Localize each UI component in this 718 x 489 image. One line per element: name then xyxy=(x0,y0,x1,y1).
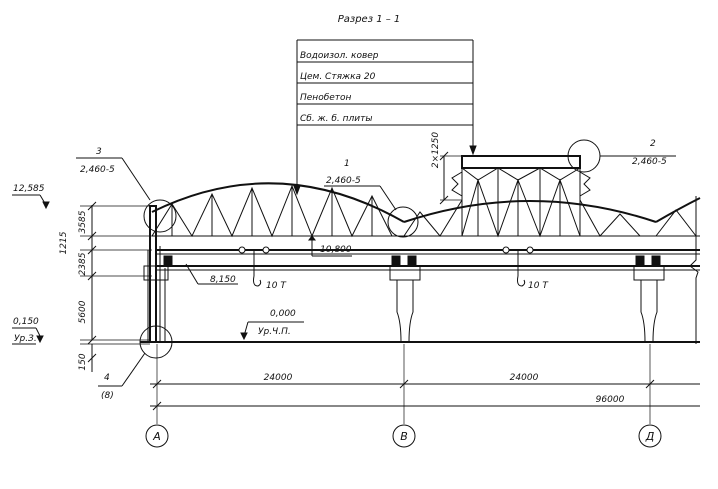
callout-4-ref: (8) xyxy=(101,391,114,401)
vdim-1215: 1215 xyxy=(59,231,69,254)
crane-capacity-1: 10 Т xyxy=(266,281,287,291)
grid-axes: А В Д xyxy=(145,424,662,448)
layer-label-1: Водоизол. ковер xyxy=(300,51,379,61)
crane-capacity-2: 10 Т xyxy=(528,281,549,291)
callout-1: 1 2,460-5 xyxy=(324,159,419,238)
callout-1-ref: 2,460-5 xyxy=(326,176,361,186)
vdim-5600: 5600 xyxy=(78,300,88,323)
callout-4-number: 4 xyxy=(104,373,110,383)
floor-line: 0,000 Ур.Ч.П. xyxy=(140,309,700,343)
callout-4: 4 (8) xyxy=(98,325,173,401)
dim-span-a-v: 24000 xyxy=(264,373,293,383)
elevation-10800: 10,800 xyxy=(320,245,352,255)
axis-a: А xyxy=(152,430,161,443)
dim-total: 96000 xyxy=(596,395,625,405)
layer-label-2: Цем. Стяжка 20 xyxy=(300,72,376,82)
lantern-height-dim: 2×1250 xyxy=(431,132,441,168)
callout-2-ref: 2,460-5 xyxy=(632,157,667,167)
callout-2: 2 2,460-5 xyxy=(567,139,676,173)
elevation-8150-marker: 8,150 xyxy=(185,263,238,285)
horizontal-dimensions: 24000 24000 96000 xyxy=(150,344,700,424)
vdim-2385: 2385 xyxy=(78,252,88,275)
vdim-3585: 3585 xyxy=(78,210,88,233)
layer-label-3: Пенобетон xyxy=(300,93,352,103)
callout-2-number: 2 xyxy=(650,139,656,149)
roof-layers-leader: Водоизол. ковер Цем. Стяжка 20 Пенобетон… xyxy=(293,39,477,196)
left-dimension-chain: 12,585 3585 1215 2385 5600 150 0,150 Ур.… xyxy=(12,184,152,372)
elevation-8150: 8,150 xyxy=(210,275,236,285)
elevation-0000: 0,000 xyxy=(270,309,296,319)
elevation-0150: 0,150 xyxy=(13,317,39,327)
columns xyxy=(143,205,665,343)
callout-3-ref: 2,460-5 xyxy=(80,165,115,175)
axis-v: В xyxy=(400,430,408,443)
floor-level-label: Ур.Ч.П. xyxy=(258,327,291,337)
callout-3: 3 2,460-5 xyxy=(76,147,177,233)
roof-trusses xyxy=(151,182,701,238)
elevation-0150-label: Ур.З. xyxy=(14,334,37,344)
axis-d: Д xyxy=(645,430,655,443)
vdim-150: 150 xyxy=(78,353,88,370)
section-title: Разрез 1 – 1 xyxy=(338,14,401,25)
layer-label-4: Сб. ж. б. плиты xyxy=(300,114,373,124)
roof-lantern: 2×1250 xyxy=(431,132,591,238)
elevation-12585: 12,585 xyxy=(13,184,45,194)
crane-runway: 10 Т 10 Т xyxy=(156,246,700,291)
dim-span-v-d: 24000 xyxy=(510,373,539,383)
callout-1-number: 1 xyxy=(344,159,350,169)
right-break-line xyxy=(689,196,699,344)
elevation-10800-marker: 10,800 xyxy=(308,235,352,257)
callout-3-number: 3 xyxy=(96,147,102,157)
